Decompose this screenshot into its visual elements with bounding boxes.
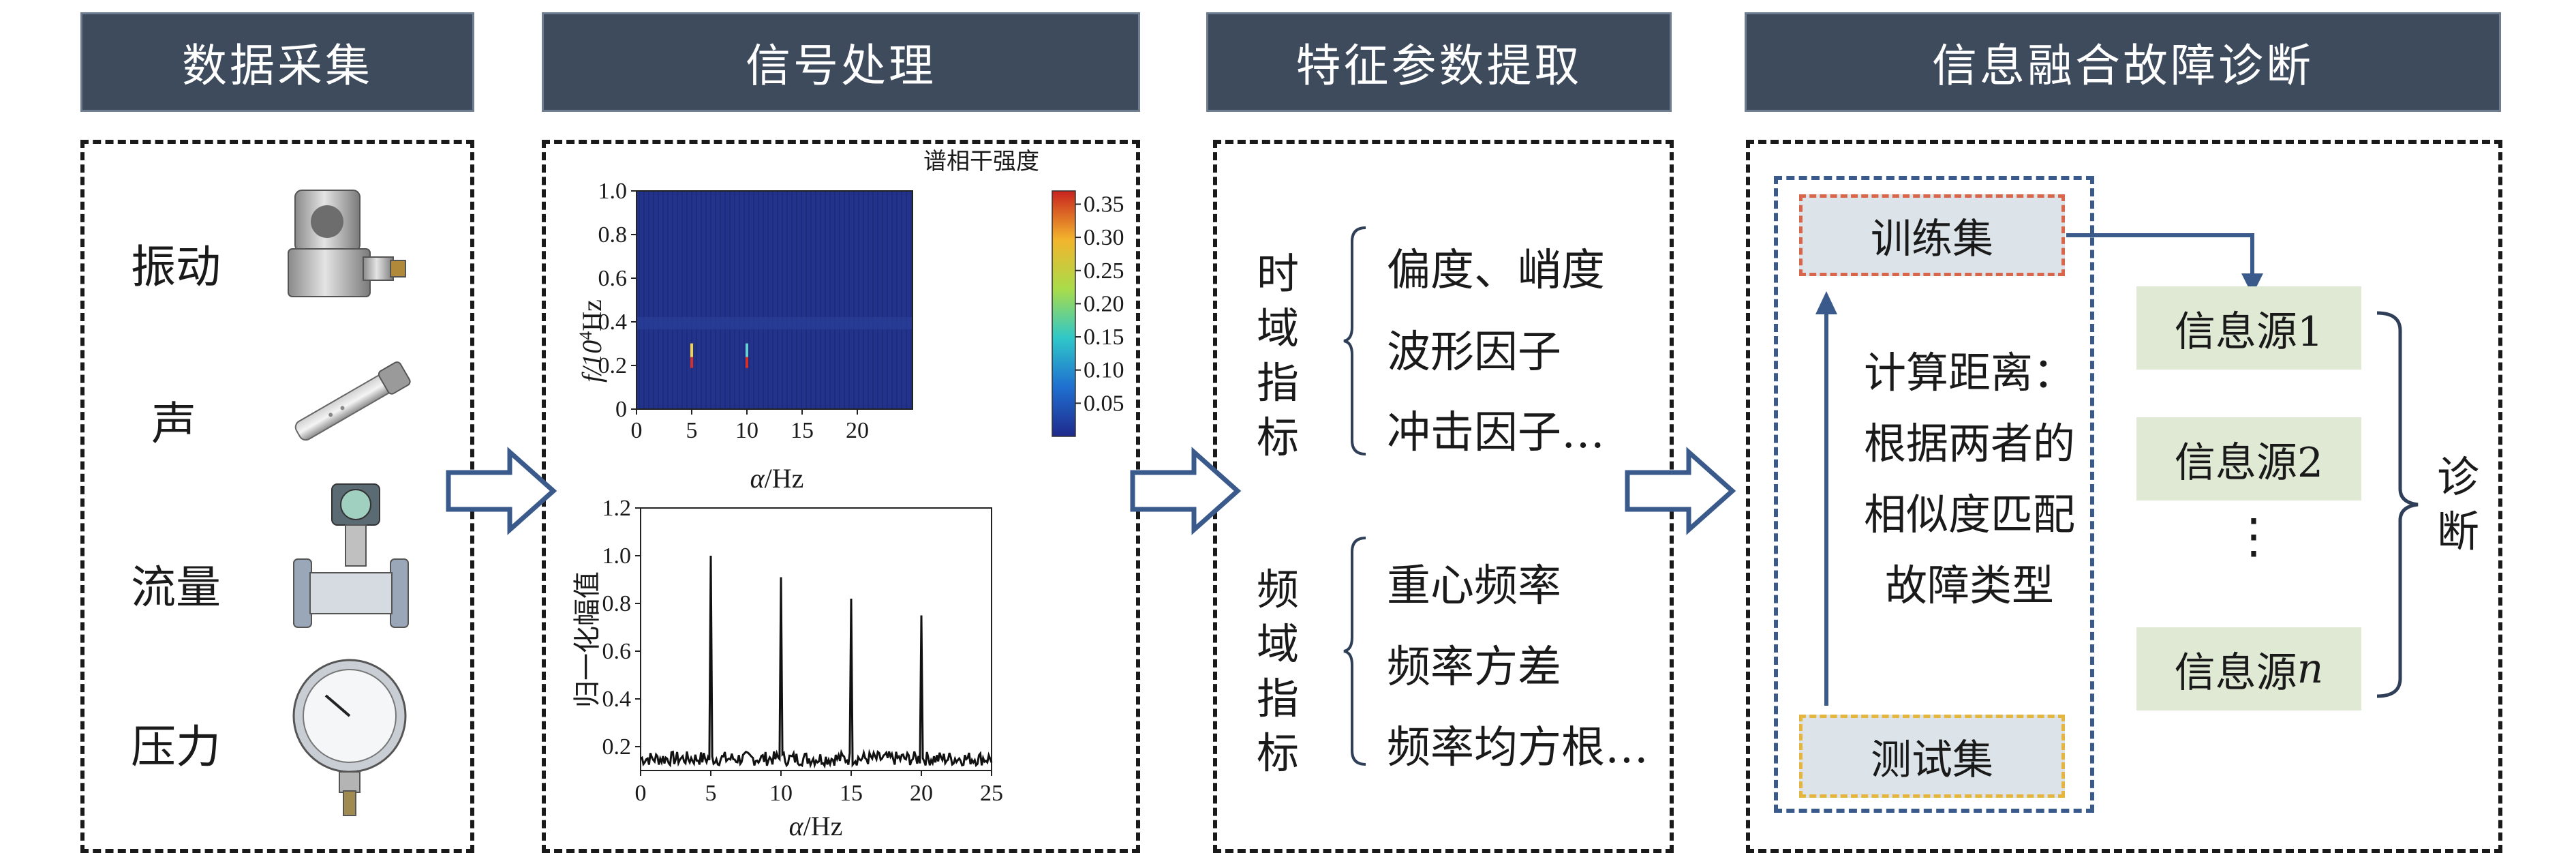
source-n-italic: n bbox=[2297, 645, 2324, 693]
heatmap-y-tick: 0.4 bbox=[598, 310, 628, 335]
header-text: 信息融合故障诊断 bbox=[1932, 40, 2314, 92]
colorbar-tick: 0.30 bbox=[1084, 225, 1124, 250]
heatmap-hot-spot bbox=[690, 343, 693, 357]
brace-diagnosis bbox=[2376, 311, 2419, 698]
feature-freq-1: 重心频率 bbox=[1387, 561, 1561, 612]
heatmap-x-tick: 10 bbox=[735, 418, 758, 443]
heatmap-area bbox=[637, 191, 913, 409]
header-text: 特征参数提取 bbox=[1295, 40, 1582, 92]
heatmap-x-tick: 0 bbox=[631, 418, 643, 443]
brace-time bbox=[1343, 226, 1366, 455]
heatmap-hot-spot bbox=[690, 354, 693, 368]
spectrum-y-tick: 1.0 bbox=[602, 543, 632, 569]
label-flow: 流量 bbox=[131, 561, 221, 614]
spectrum-x-tick: 10 bbox=[769, 781, 793, 806]
spectrum-y-tick: 1.2 bbox=[602, 496, 632, 521]
heatmap-y-label: f/104Hz bbox=[576, 299, 608, 383]
header-signal-processing: 信号处理 bbox=[542, 12, 1140, 112]
calc-line: 根据两者的 bbox=[1863, 419, 2075, 468]
panel-diagnosis bbox=[1746, 140, 2502, 853]
feature-freq-3: 频率均方根… bbox=[1387, 723, 1649, 773]
label-vibration: 振动 bbox=[131, 241, 221, 293]
heatmap-x-tick: 5 bbox=[686, 418, 698, 443]
heatmap-x-label: α/Hz bbox=[750, 463, 804, 494]
spectrum-series-line bbox=[640, 555, 993, 769]
info-source-2: 信息源2 bbox=[2136, 417, 2361, 500]
header-data-acquisition: 数据采集 bbox=[80, 12, 474, 112]
feature-freq-2: 频率方差 bbox=[1387, 642, 1561, 693]
spectrum-y-tick: 0.6 bbox=[602, 639, 632, 664]
colorbar-tick: 0.10 bbox=[1084, 358, 1124, 383]
time-domain-label: 时域指标 bbox=[1256, 249, 1299, 462]
normalized-amplitude-spectrum: 1.2 1.0 0.8 0.6 0.4 0.2 0 5 10 15 20 25 归一化幅值 α/Hz bbox=[572, 496, 1003, 841]
calc-line: 相似度匹配 bbox=[1863, 490, 2075, 539]
flowmeter-sensor-image bbox=[293, 483, 409, 628]
feature-time-2: 波形因子 bbox=[1387, 327, 1561, 378]
arrow-up-icon bbox=[1815, 291, 1837, 706]
arrow-elbow-icon bbox=[2066, 233, 2263, 295]
colorbar-title: 谱相干强度 bbox=[923, 149, 1039, 175]
colorbar-tick: 0.25 bbox=[1084, 258, 1124, 284]
heatmap-y-tick: 1.0 bbox=[598, 179, 628, 204]
heatmap-hot-spot bbox=[746, 354, 748, 368]
colorbar-tick: 0.15 bbox=[1084, 325, 1124, 350]
training-set-box: 训练集 bbox=[1799, 194, 2065, 276]
spectrum-x-tick: 15 bbox=[840, 781, 863, 806]
spectrum-x-tick: 20 bbox=[910, 781, 933, 806]
spectrum-x-label: α/Hz bbox=[789, 811, 843, 841]
arrow-right-icon bbox=[446, 447, 557, 535]
heatmap-x-tick: 15 bbox=[791, 418, 814, 443]
freq-domain-label: 频域指标 bbox=[1256, 565, 1299, 778]
label-sound: 声 bbox=[151, 398, 196, 450]
brace-freq bbox=[1343, 537, 1366, 766]
spectrum-y-label: 归一化幅值 bbox=[572, 571, 602, 708]
header-fusion-diagnosis: 信息融合故障诊断 bbox=[1745, 12, 2501, 112]
microphone-sensor-image bbox=[294, 361, 411, 441]
arrow-right-icon bbox=[1625, 447, 1736, 535]
feature-time-1: 偏度、峭度 bbox=[1387, 245, 1605, 296]
calc-line: 故障类型 bbox=[1884, 560, 2054, 610]
heatmap-y-tick: 0 bbox=[615, 397, 627, 422]
accelerometer-sensor-image bbox=[288, 190, 406, 297]
colorbar-tick: 0.20 bbox=[1084, 291, 1124, 316]
calc-line: 计算距离： bbox=[1863, 348, 2075, 398]
test-set-box: 测试集 bbox=[1799, 715, 2065, 798]
feature-time-3: 冲击因子… bbox=[1387, 408, 1605, 458]
spectrum-y-tick: 0.8 bbox=[602, 591, 632, 616]
diagnosis-result-label: 诊断 bbox=[2436, 452, 2479, 556]
info-source-1: 信息源1 bbox=[2136, 286, 2361, 370]
spectrum-y-tick: 0.4 bbox=[602, 687, 632, 712]
header-text: 数据采集 bbox=[182, 40, 373, 92]
heatmap-x-tick: 20 bbox=[846, 418, 869, 443]
spectrum-x-tick: 25 bbox=[980, 781, 1003, 806]
spectrum-x-tick: 0 bbox=[635, 781, 647, 806]
source-n-text: 信息源 bbox=[2174, 648, 2297, 697]
header-text: 信号处理 bbox=[746, 40, 936, 92]
spectrum-x-tick: 5 bbox=[705, 781, 717, 806]
pressure-gauge-image bbox=[292, 659, 407, 816]
matching-group bbox=[1774, 176, 2094, 813]
colorbar-tick: 0.35 bbox=[1084, 192, 1124, 217]
distance-calc-text: 计算距离： 根据两者的 相似度匹配 故障类型 bbox=[1840, 338, 2099, 621]
arrow-right-icon bbox=[1130, 447, 1242, 535]
heatmap-y-tick: 0.2 bbox=[598, 353, 628, 378]
colorbar-tick: 0.05 bbox=[1084, 391, 1124, 416]
label-pressure: 压力 bbox=[131, 721, 221, 773]
colorbar bbox=[1052, 190, 1076, 437]
ellipsis-vertical: ⋮ bbox=[2230, 508, 2278, 564]
spectral-coherence-heatmap: 谱相干强度 0.350.300.250.200.150.100.05 1.00.… bbox=[576, 149, 1124, 494]
heatmap-hot-spot bbox=[746, 343, 748, 357]
spectrum-y-tick: 0.2 bbox=[602, 734, 632, 760]
header-feature-extraction: 特征参数提取 bbox=[1206, 12, 1672, 112]
heatmap-y-tick: 0.6 bbox=[598, 266, 628, 291]
heatmap-y-tick: 0.8 bbox=[598, 222, 628, 248]
